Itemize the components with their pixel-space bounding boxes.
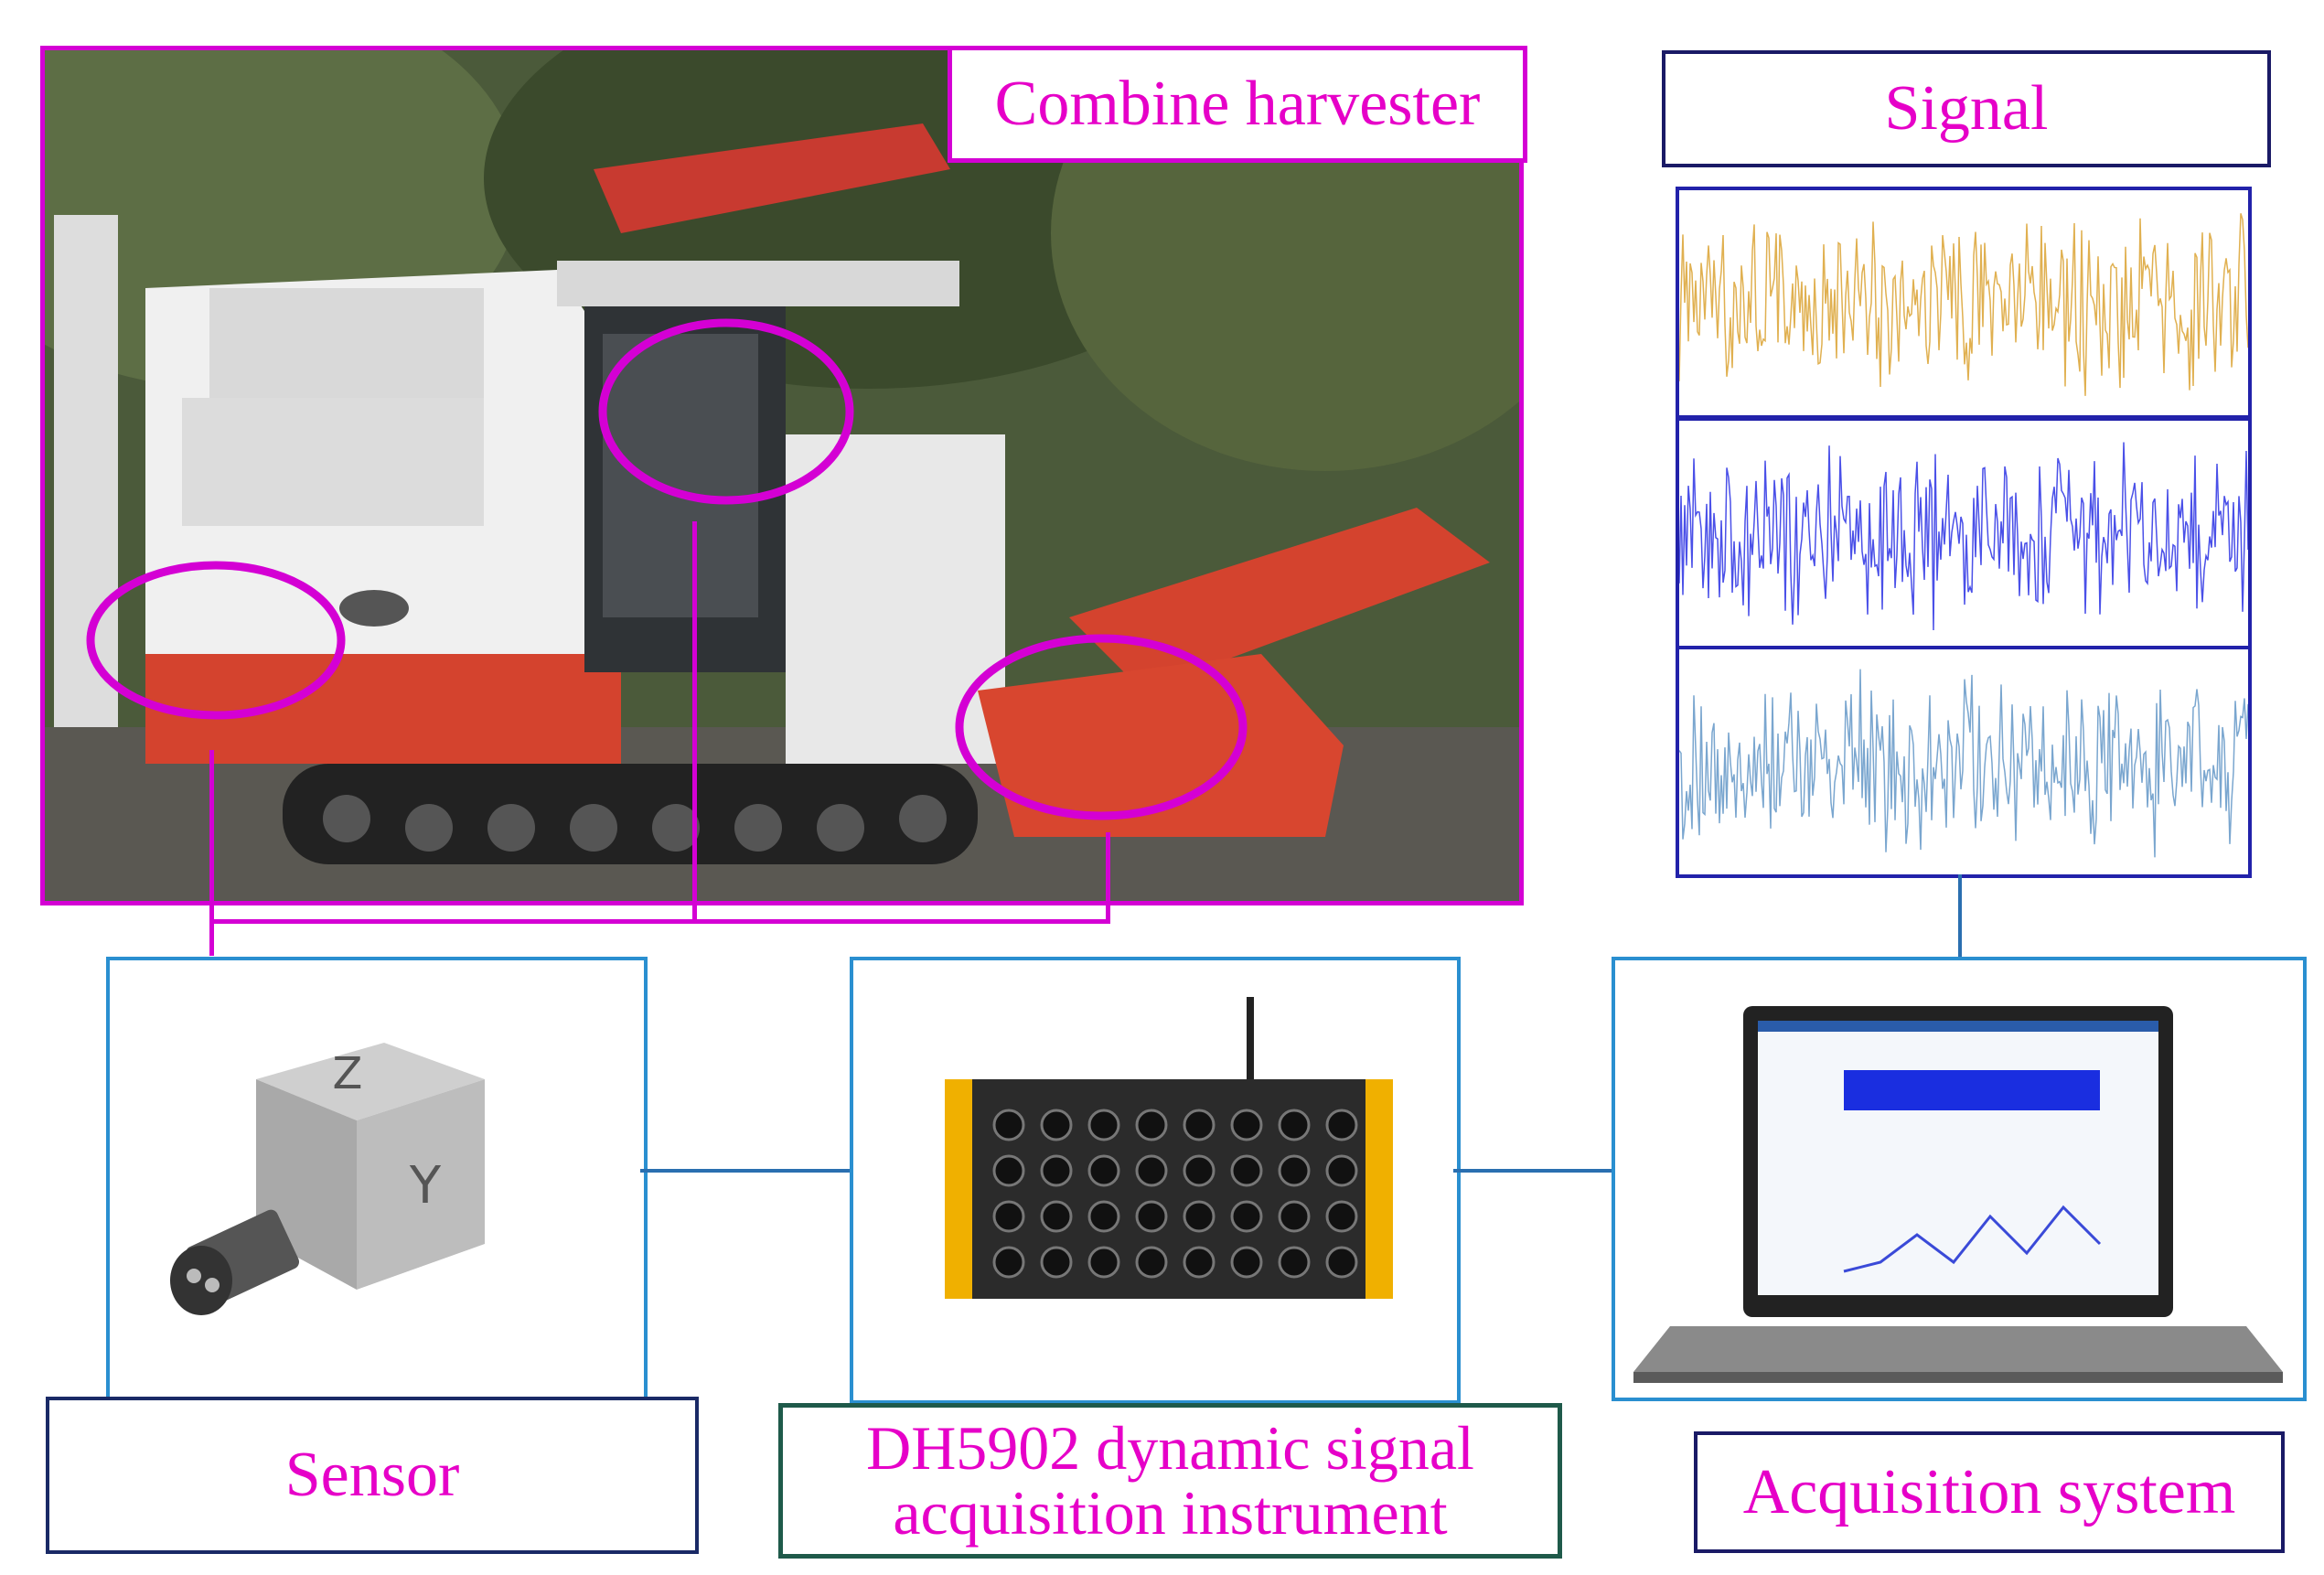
daq-port <box>1278 1246 1311 1279</box>
daq-label-line2: acquisition instrument <box>893 1478 1448 1548</box>
daq-port <box>1230 1200 1263 1233</box>
signal-panel-1 <box>1676 187 2252 419</box>
daq-port <box>1087 1246 1120 1279</box>
daq-port <box>1183 1109 1216 1141</box>
daq-port <box>1183 1246 1216 1279</box>
svg-text:Y: Y <box>409 1156 442 1216</box>
signal-waveform-3 <box>1678 669 2249 858</box>
daq-instrument-box <box>850 957 1461 1404</box>
daq-port <box>1135 1109 1168 1141</box>
daq-label-line1: DH5902 dynamic signal <box>866 1412 1474 1483</box>
daq-port <box>1087 1109 1120 1141</box>
acquisition-system-label: Acquisition system <box>1694 1431 2285 1553</box>
signal-waveform-1 <box>1678 213 2249 396</box>
daq-port <box>1325 1200 1358 1233</box>
sensor-location-cab <box>598 318 854 505</box>
acquisition-system-box <box>1612 957 2307 1401</box>
daq-port <box>992 1154 1025 1187</box>
daq-port <box>1087 1154 1120 1187</box>
connector-rear <box>209 750 214 956</box>
connector-sensor-to-daq <box>640 1169 850 1173</box>
daq-port <box>1183 1154 1216 1187</box>
sig3-trace <box>1678 669 2249 858</box>
daq-port <box>1087 1200 1120 1233</box>
connector-signal-to-laptop <box>1958 874 1962 957</box>
sensor-label: Sensor <box>46 1397 699 1554</box>
connector-daq-to-laptop <box>1453 1169 1612 1173</box>
daq-port <box>1135 1200 1168 1233</box>
sig2-trace <box>1678 442 2249 631</box>
daq-port <box>1040 1246 1073 1279</box>
daq-port <box>1325 1154 1358 1187</box>
daq-port <box>992 1246 1025 1279</box>
daq-port <box>1040 1200 1073 1233</box>
connector-cab <box>692 521 697 924</box>
sensor-location-header <box>955 634 1248 820</box>
daq-port <box>1325 1109 1358 1141</box>
daq-port <box>992 1109 1025 1141</box>
daq-port <box>1278 1154 1311 1187</box>
signal-panel-3 <box>1676 646 2252 878</box>
daq-port <box>1135 1154 1168 1187</box>
daq-port <box>992 1200 1025 1233</box>
svg-text:Z: Z <box>333 1048 363 1099</box>
daq-port <box>1278 1200 1311 1233</box>
daq-instrument-icon <box>945 997 1393 1299</box>
harvester-illustration <box>45 50 1519 901</box>
accelerometer-sensor-icon: Z Y <box>170 1043 485 1315</box>
daq-port <box>1230 1154 1263 1187</box>
daq-instrument-label: DH5902 dynamic signal acquisition instru… <box>778 1403 1562 1559</box>
sig1-trace <box>1678 213 2249 396</box>
daq-port <box>1230 1109 1263 1141</box>
signal-waveform-2 <box>1678 442 2249 631</box>
connector-header <box>1106 832 1110 924</box>
daq-port <box>1278 1109 1311 1141</box>
sensor-location-rear <box>86 561 346 720</box>
daq-port <box>1135 1246 1168 1279</box>
daq-port <box>1325 1246 1358 1279</box>
signal-panel-2 <box>1676 417 2252 649</box>
sensor-box: Z Y <box>106 957 648 1404</box>
combine-harvester-label: Combine harvester <box>948 46 1527 163</box>
daq-port <box>1040 1109 1073 1141</box>
signal-label: Signal <box>1662 50 2271 167</box>
daq-port <box>1183 1200 1216 1233</box>
daq-port <box>1230 1246 1263 1279</box>
connector-bus <box>209 919 1110 924</box>
daq-port <box>1040 1154 1073 1187</box>
laptop-computer-icon <box>1633 1006 2283 1383</box>
combine-harvester-photo <box>40 46 1524 905</box>
